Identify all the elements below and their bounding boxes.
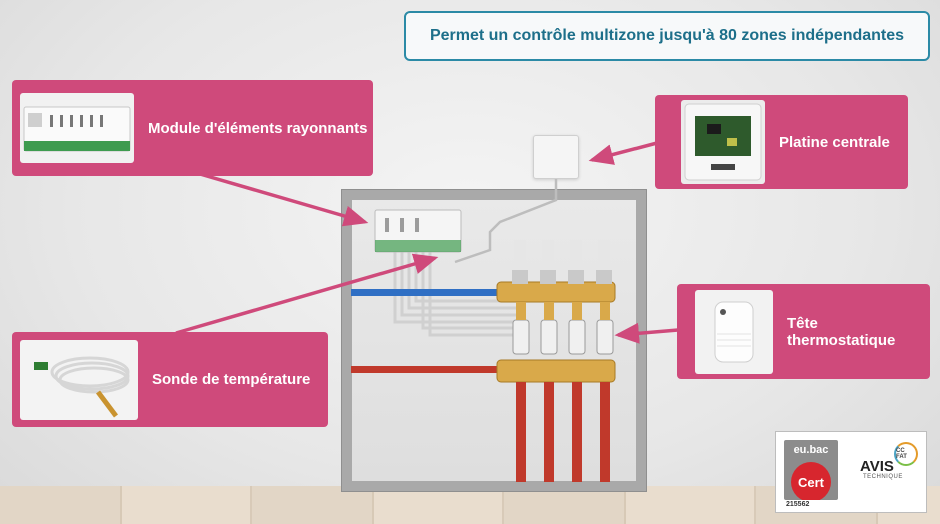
temperature-probe-icon xyxy=(34,356,130,417)
thermostatic-heads-row xyxy=(512,302,614,355)
callout-tete-label: Tête thermostatique xyxy=(787,314,896,349)
platine-thumbnail xyxy=(681,100,765,184)
eubac-title: eu.bac xyxy=(793,444,829,456)
tete-thumbnail xyxy=(695,289,773,374)
certification-badges: eu.bac Cert 215562 CC FAT AVIS TECHNIQUE xyxy=(775,431,927,513)
callout-platine: Platine centrale xyxy=(655,95,908,189)
cert-number: 215562 xyxy=(786,501,810,508)
eubac-cert-logo: eu.bac Cert xyxy=(784,440,838,500)
callout-arrows xyxy=(175,141,679,344)
thermostatic-head-icon xyxy=(714,301,754,362)
sonde-thumbnail xyxy=(20,339,138,420)
headline-banner: Permet un contrôle multizone jusqu'à 80 … xyxy=(404,11,930,61)
module-thumbnail xyxy=(20,93,134,163)
callout-platine-label: Platine centrale xyxy=(779,133,890,151)
cstb-logo: CC FAT xyxy=(894,442,918,466)
avis-technique-subtitle: TECHNIQUE xyxy=(863,474,903,480)
eubac-cert-mark: Cert xyxy=(791,462,831,500)
headline-text: Permet un contrôle multizone jusqu'à 80 … xyxy=(429,27,905,44)
avis-technique-title: AVIS xyxy=(860,458,894,475)
din-module-icon xyxy=(23,106,131,152)
callout-tete: Tête thermostatique xyxy=(677,284,930,379)
brass-manifold-top xyxy=(496,240,616,303)
callout-sonde: Sonde de température xyxy=(12,332,328,427)
callout-module-label: Module d'éléments rayonnants xyxy=(148,119,368,137)
cold-supply-pipe xyxy=(351,289,501,296)
circuit-board-icon xyxy=(684,103,762,181)
brass-manifold-bottom xyxy=(496,359,616,482)
callout-module: Module d'éléments rayonnants xyxy=(12,80,373,176)
control-module-installed xyxy=(374,209,462,253)
callout-sonde-label: Sonde de température xyxy=(152,371,311,388)
hot-return-pipe xyxy=(351,366,501,373)
wall-thermostat-box xyxy=(533,135,579,179)
